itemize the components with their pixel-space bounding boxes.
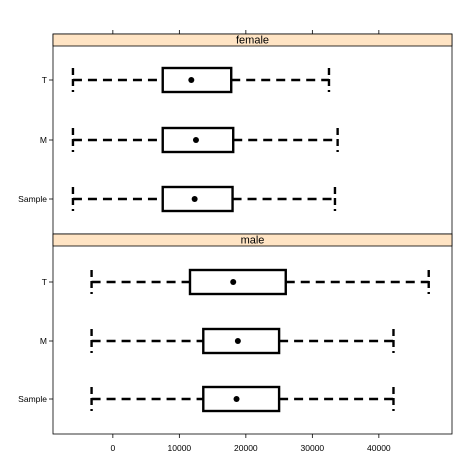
y-tick-label: T <box>42 277 47 287</box>
panel-frame <box>52 233 453 435</box>
panel-strip <box>52 233 453 247</box>
median-dot <box>188 77 195 83</box>
iqr-box <box>188 268 287 296</box>
x-axis: 0 10000 20000 30000 40000 <box>110 434 391 453</box>
box-female-Sample <box>71 185 337 213</box>
box-male-T <box>90 268 430 296</box>
y-tick-label: T <box>42 75 47 85</box>
iqr-box <box>202 327 281 355</box>
panel-strip <box>52 33 453 47</box>
y-tick-label: M <box>40 135 47 145</box>
y-tick-label: M <box>40 336 47 346</box>
box-male-Sample <box>90 385 395 413</box>
median-dot <box>233 396 240 402</box>
iqr-box <box>161 185 234 213</box>
box-female-T <box>71 66 331 94</box>
box-female-M <box>71 126 339 154</box>
box-male-M <box>90 327 395 355</box>
x-tick-label: 0 <box>110 443 115 453</box>
y-tick-label: Sample <box>18 394 47 404</box>
panel-frame <box>52 33 453 235</box>
x-tick-label: 40000 <box>367 443 391 453</box>
median-dot <box>191 196 198 202</box>
y-tick-label: Sample <box>18 194 47 204</box>
median-dot <box>192 137 199 143</box>
iqr-box <box>161 126 235 154</box>
x-tick-label: 20000 <box>234 443 258 453</box>
iqr-box <box>202 385 281 413</box>
median-dot <box>234 338 241 344</box>
x-tick-label: 30000 <box>301 443 325 453</box>
strip-label-female: female <box>236 35 269 47</box>
x-tick-label: 10000 <box>168 443 192 453</box>
strip-label-male: male <box>241 235 265 247</box>
iqr-box <box>161 66 233 94</box>
median-dot <box>230 279 237 285</box>
